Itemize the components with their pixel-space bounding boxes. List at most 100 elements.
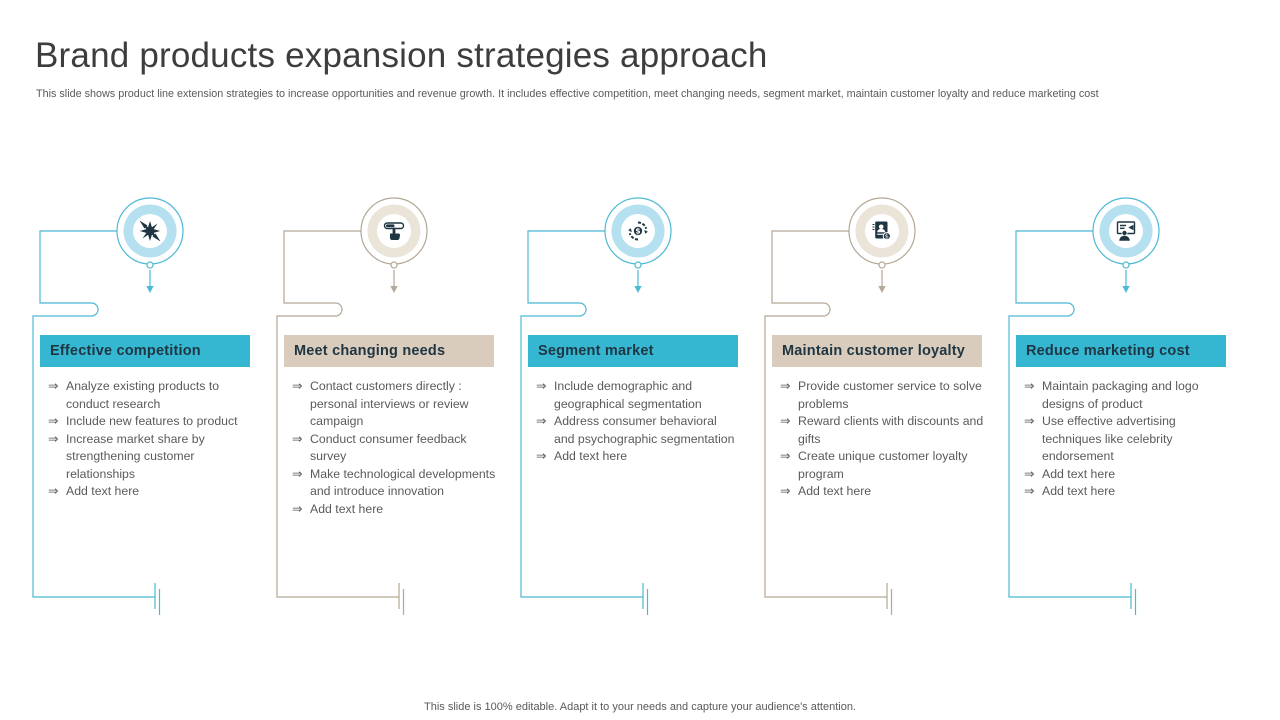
bullet-list: ⇒ Provide customer service to solve probl…	[780, 378, 984, 501]
svg-text:$: $	[635, 227, 640, 236]
column-title: Maintain customer loyalty	[782, 343, 966, 359]
bullet-arrow-marker: ⇒	[292, 466, 303, 481]
bullet-text: Address consumer behavioral and psychogr…	[554, 414, 735, 446]
slide-subtitle: This slide shows product line extension …	[36, 88, 1099, 100]
strategy-column: $ Maintain customer loyalty ⇒ Provide cus…	[762, 195, 1012, 625]
bullet-arrow-marker: ⇒	[48, 414, 59, 428]
bullet-arrow-marker: ⇒	[536, 449, 547, 463]
bullet-text: Maintain packaging and logo designs of p…	[1042, 379, 1199, 411]
bullet-arrow-marker: ⇒	[48, 379, 59, 393]
bullet-item: ⇒ Add text here	[48, 483, 252, 501]
bullet-text: Use effective advertising techniques lik…	[1042, 414, 1176, 463]
down-arrow-icon	[878, 286, 886, 293]
svg-text:$: $	[885, 233, 889, 241]
marketing-presentation-icon	[1114, 219, 1138, 243]
bullet-item: ⇒ Add text here	[780, 483, 984, 501]
bullet-arrow-marker: ⇒	[780, 414, 791, 428]
bullet-item: ⇒ Include demographic and geographical se…	[536, 378, 740, 413]
column-header: Segment market	[528, 335, 738, 367]
bullet-list: ⇒ Analyze existing products to conduct re…	[48, 378, 252, 501]
bullet-arrow-marker: ⇒	[48, 484, 59, 498]
bullet-text: Add text here	[66, 484, 140, 498]
bullet-arrow-marker: ⇒	[536, 379, 547, 393]
connector-path	[764, 230, 887, 598]
bullet-item: ⇒ Analyze existing products to conduct re…	[48, 378, 252, 413]
connector-dot	[878, 261, 886, 269]
connector-dot	[1122, 261, 1130, 269]
competition-clash-icon	[138, 219, 162, 243]
column-header: Reduce marketing cost	[1016, 335, 1226, 367]
down-arrow-icon	[634, 286, 642, 293]
bullet-arrow-marker: ⇒	[780, 379, 791, 393]
column-title: Meet changing needs	[294, 343, 446, 359]
bullet-item: ⇒ Contact customers directly : personal i…	[292, 378, 496, 431]
strategy-column: Reduce marketing cost ⇒ Maintain packagin…	[1006, 195, 1256, 625]
bracket-tick-marks	[886, 583, 893, 615]
bullet-text: Include demographic and geographical seg…	[554, 379, 702, 411]
bracket-tick-marks	[398, 583, 405, 615]
bullet-item: ⇒ Make technological developments and int…	[292, 466, 496, 501]
bullet-item: ⇒ Include new features to product	[48, 413, 252, 431]
connector-path	[276, 230, 399, 598]
bullet-arrow-marker: ⇒	[1024, 466, 1035, 481]
bullet-item: ⇒ Add text here	[1024, 466, 1228, 484]
down-arrow-icon	[390, 286, 398, 293]
bullet-text: Add text here	[554, 449, 628, 463]
bullet-text: Add text here	[1042, 466, 1116, 481]
bullet-text: Conduct consumer feedback survey	[310, 431, 467, 464]
column-title: Effective competition	[50, 343, 201, 359]
bullet-item: ⇒ Create unique customer loyalty program	[780, 448, 984, 483]
market-segmentation-icon: $	[626, 219, 650, 243]
strategy-column: $ Segment market ⇒ Include demographic an…	[518, 195, 768, 625]
bullet-item: ⇒ Reward clients with discounts and gifts	[780, 413, 984, 448]
bullet-text: Provide customer service to solve proble…	[798, 379, 982, 411]
connector-path	[32, 230, 155, 598]
connector-path	[1008, 230, 1131, 598]
bracket-tick-marks	[154, 583, 161, 615]
bullet-list: ⇒ Maintain packaging and logo designs of …	[1024, 378, 1228, 501]
down-arrow-icon	[146, 286, 154, 293]
connector-dot	[390, 261, 398, 269]
customer-loyalty-card-icon: $	[870, 219, 894, 243]
bullet-item: ⇒ Add text here	[1024, 483, 1228, 501]
bracket-tick-marks	[1130, 583, 1137, 615]
bullet-item: ⇒Add text here	[292, 501, 496, 519]
bullet-text: Make technological developments and intr…	[310, 466, 496, 499]
bullet-arrow-marker: ⇒	[536, 414, 547, 428]
column-title: Reduce marketing cost	[1026, 343, 1190, 359]
connector-dot	[634, 261, 642, 269]
bullet-text: Add text here	[310, 501, 384, 516]
bullet-list: ⇒ Contact customers directly : personal i…	[292, 378, 496, 518]
bullet-text: Contact customers directly : personal in…	[310, 379, 469, 428]
bullet-item: ⇒ Provide customer service to solve probl…	[780, 378, 984, 413]
bullet-arrow-marker: ⇒	[292, 431, 303, 446]
down-arrow-icon	[1122, 286, 1130, 293]
bullet-arrow-marker: ⇒	[48, 431, 59, 446]
bullet-arrow-marker: ⇒	[780, 484, 791, 498]
column-header: Effective competition	[40, 335, 250, 367]
column-header: Meet changing needs	[284, 335, 494, 367]
bullet-item: ⇒ Maintain packaging and logo designs of …	[1024, 378, 1228, 413]
bullet-item: ⇒ Add text here	[536, 448, 740, 466]
strategy-column: Meet changing needs ⇒ Contact customers d…	[274, 195, 524, 625]
bullet-text: Include new features to product	[66, 414, 238, 428]
bullet-arrow-marker: ⇒	[1024, 379, 1035, 393]
strategy-column: Effective competition ⇒ Analyze existing …	[30, 195, 280, 625]
hand-slider-icon	[382, 219, 406, 243]
connector-path	[520, 230, 643, 598]
bullet-item: ⇒ Increase market share by strengthening …	[48, 431, 252, 484]
bullet-arrow-marker: ⇒	[780, 449, 791, 463]
bullet-arrow-marker: ⇒	[292, 379, 303, 393]
bullet-text: Reward clients with discounts and gifts	[798, 414, 984, 446]
bullet-text: Increase market share by strengthening c…	[66, 431, 205, 481]
column-header: Maintain customer loyalty	[772, 335, 982, 367]
connector-dot	[146, 261, 154, 269]
bullet-arrow-marker: ⇒	[1024, 414, 1035, 428]
bullet-text: Create unique customer loyalty program	[798, 449, 968, 481]
bullet-text: Analyze existing products to conduct res…	[66, 379, 220, 411]
bullet-text: Add text here	[798, 484, 872, 498]
bullet-text: Add text here	[1042, 484, 1116, 498]
bullet-arrow-marker: ⇒	[1024, 484, 1035, 498]
